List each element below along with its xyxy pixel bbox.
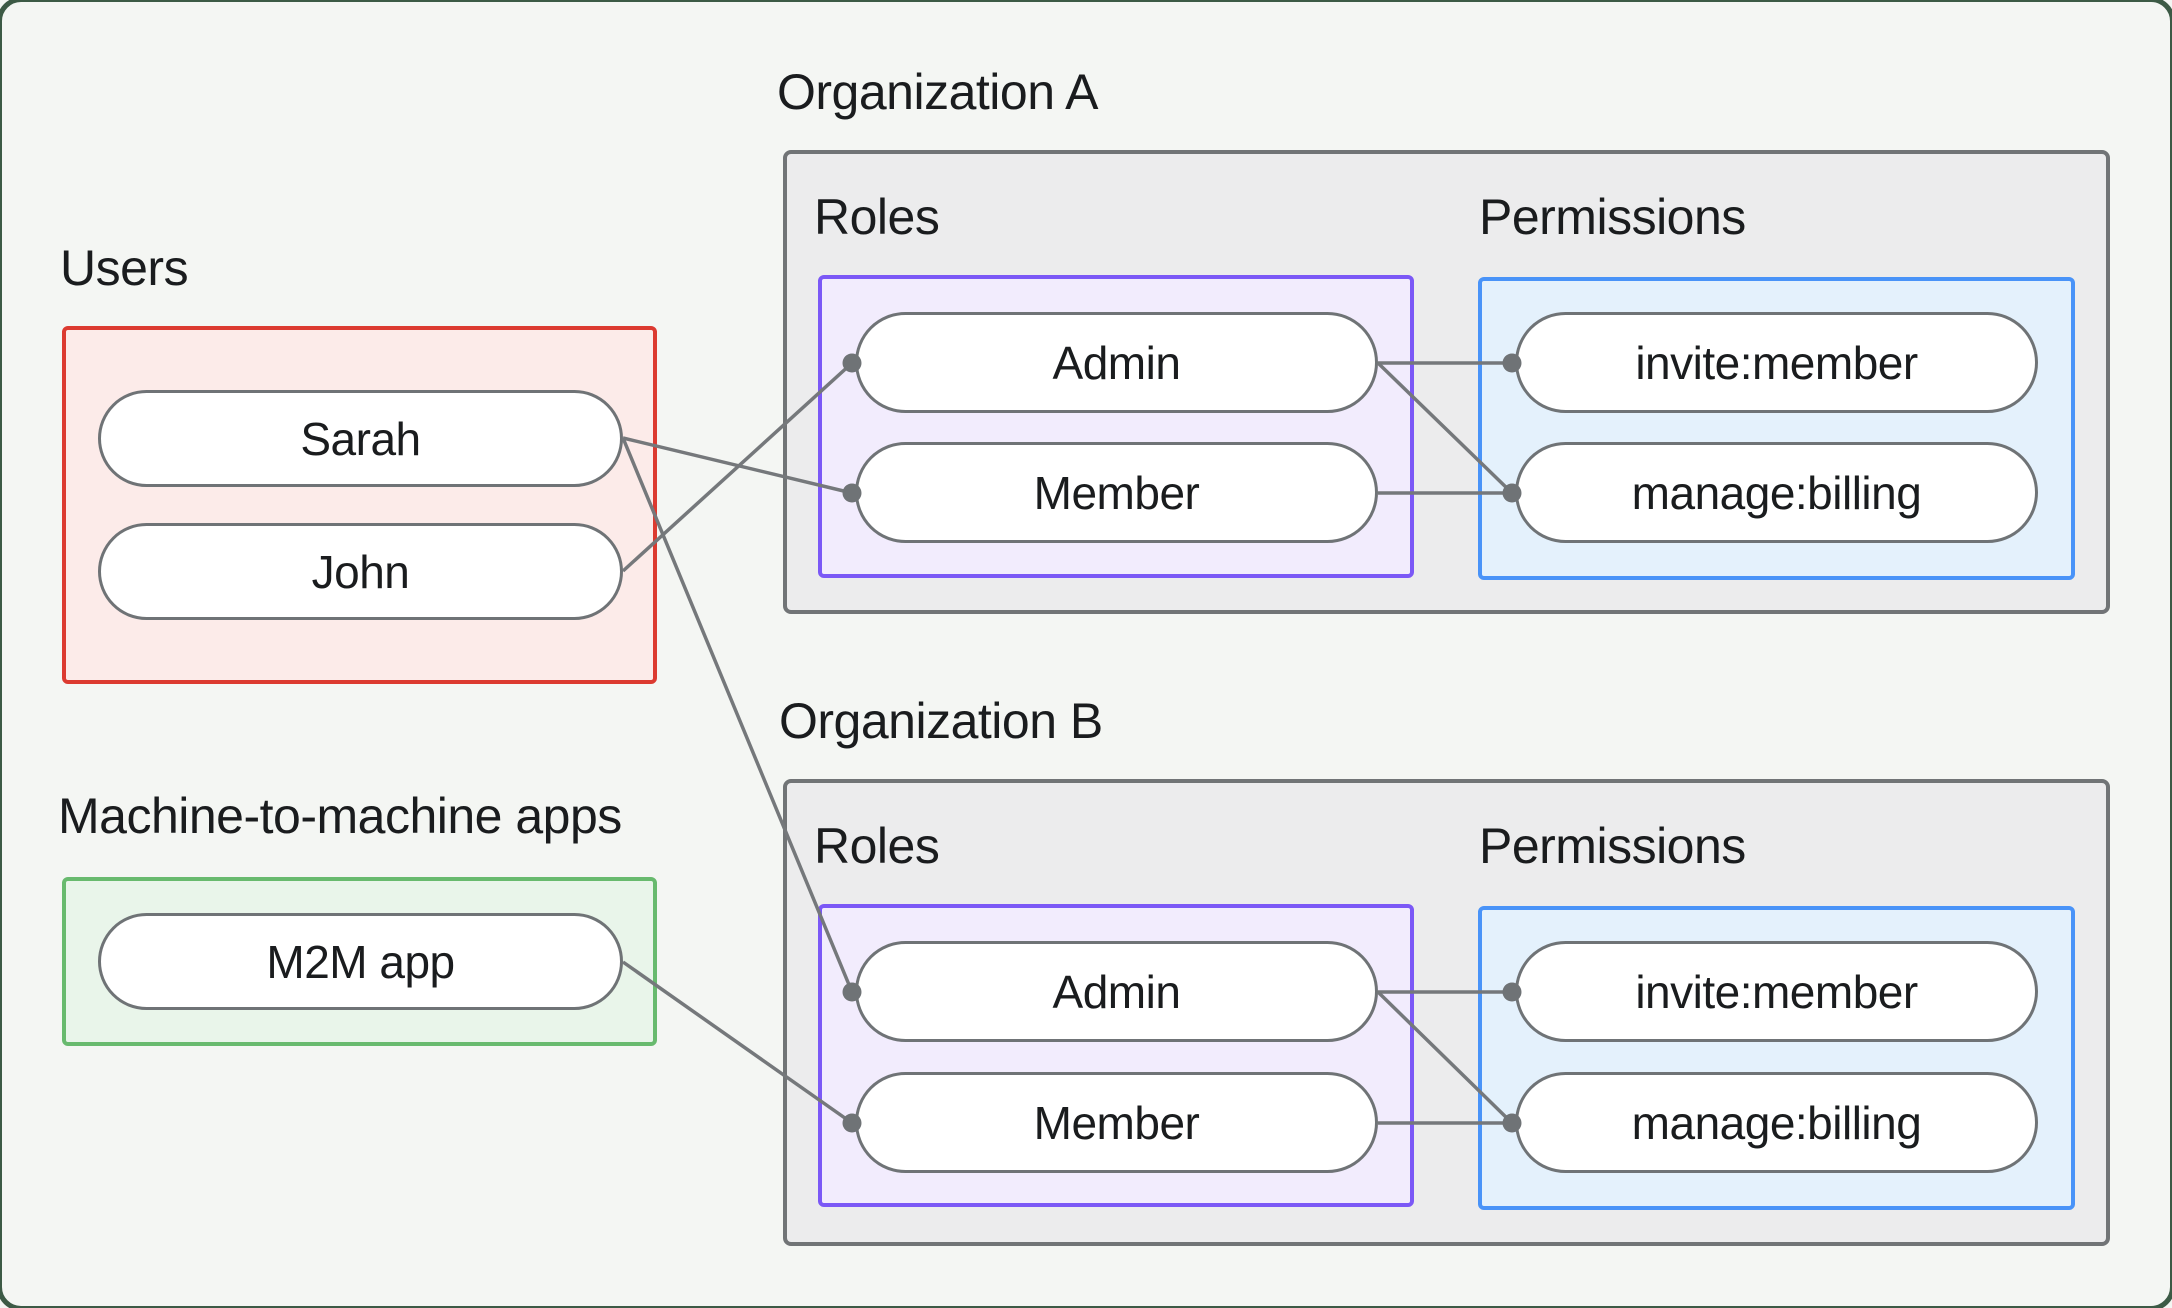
node-org-a-role-admin: Admin	[855, 312, 1378, 413]
node-org-b-permission-manage-billing: manage:billing	[1515, 1072, 2038, 1173]
org-a-roles-label: Roles	[814, 189, 940, 245]
node-m2m-app: M2M app	[98, 913, 623, 1010]
node-org-a-permission-invite-member: invite:member	[1515, 312, 2038, 413]
org-a-title: Organization A	[777, 64, 1098, 120]
node-org-b-role-admin: Admin	[855, 941, 1378, 1042]
users-group-box	[62, 326, 657, 684]
org-b-title: Organization B	[779, 693, 1103, 749]
m2m-group-label: Machine-to-machine apps	[58, 788, 622, 844]
node-org-a-role-member: Member	[855, 442, 1378, 543]
org-b-roles-label: Roles	[814, 818, 940, 874]
node-org-b-permission-invite-member: invite:member	[1515, 941, 2038, 1042]
node-org-a-permission-manage-billing: manage:billing	[1515, 442, 2038, 543]
users-group-label: Users	[60, 240, 189, 296]
org-b-permissions-label: Permissions	[1479, 818, 1746, 874]
node-org-b-role-member: Member	[855, 1072, 1378, 1173]
node-user-john: John	[98, 523, 623, 620]
node-user-sarah: Sarah	[98, 390, 623, 487]
org-a-permissions-label: Permissions	[1479, 189, 1746, 245]
